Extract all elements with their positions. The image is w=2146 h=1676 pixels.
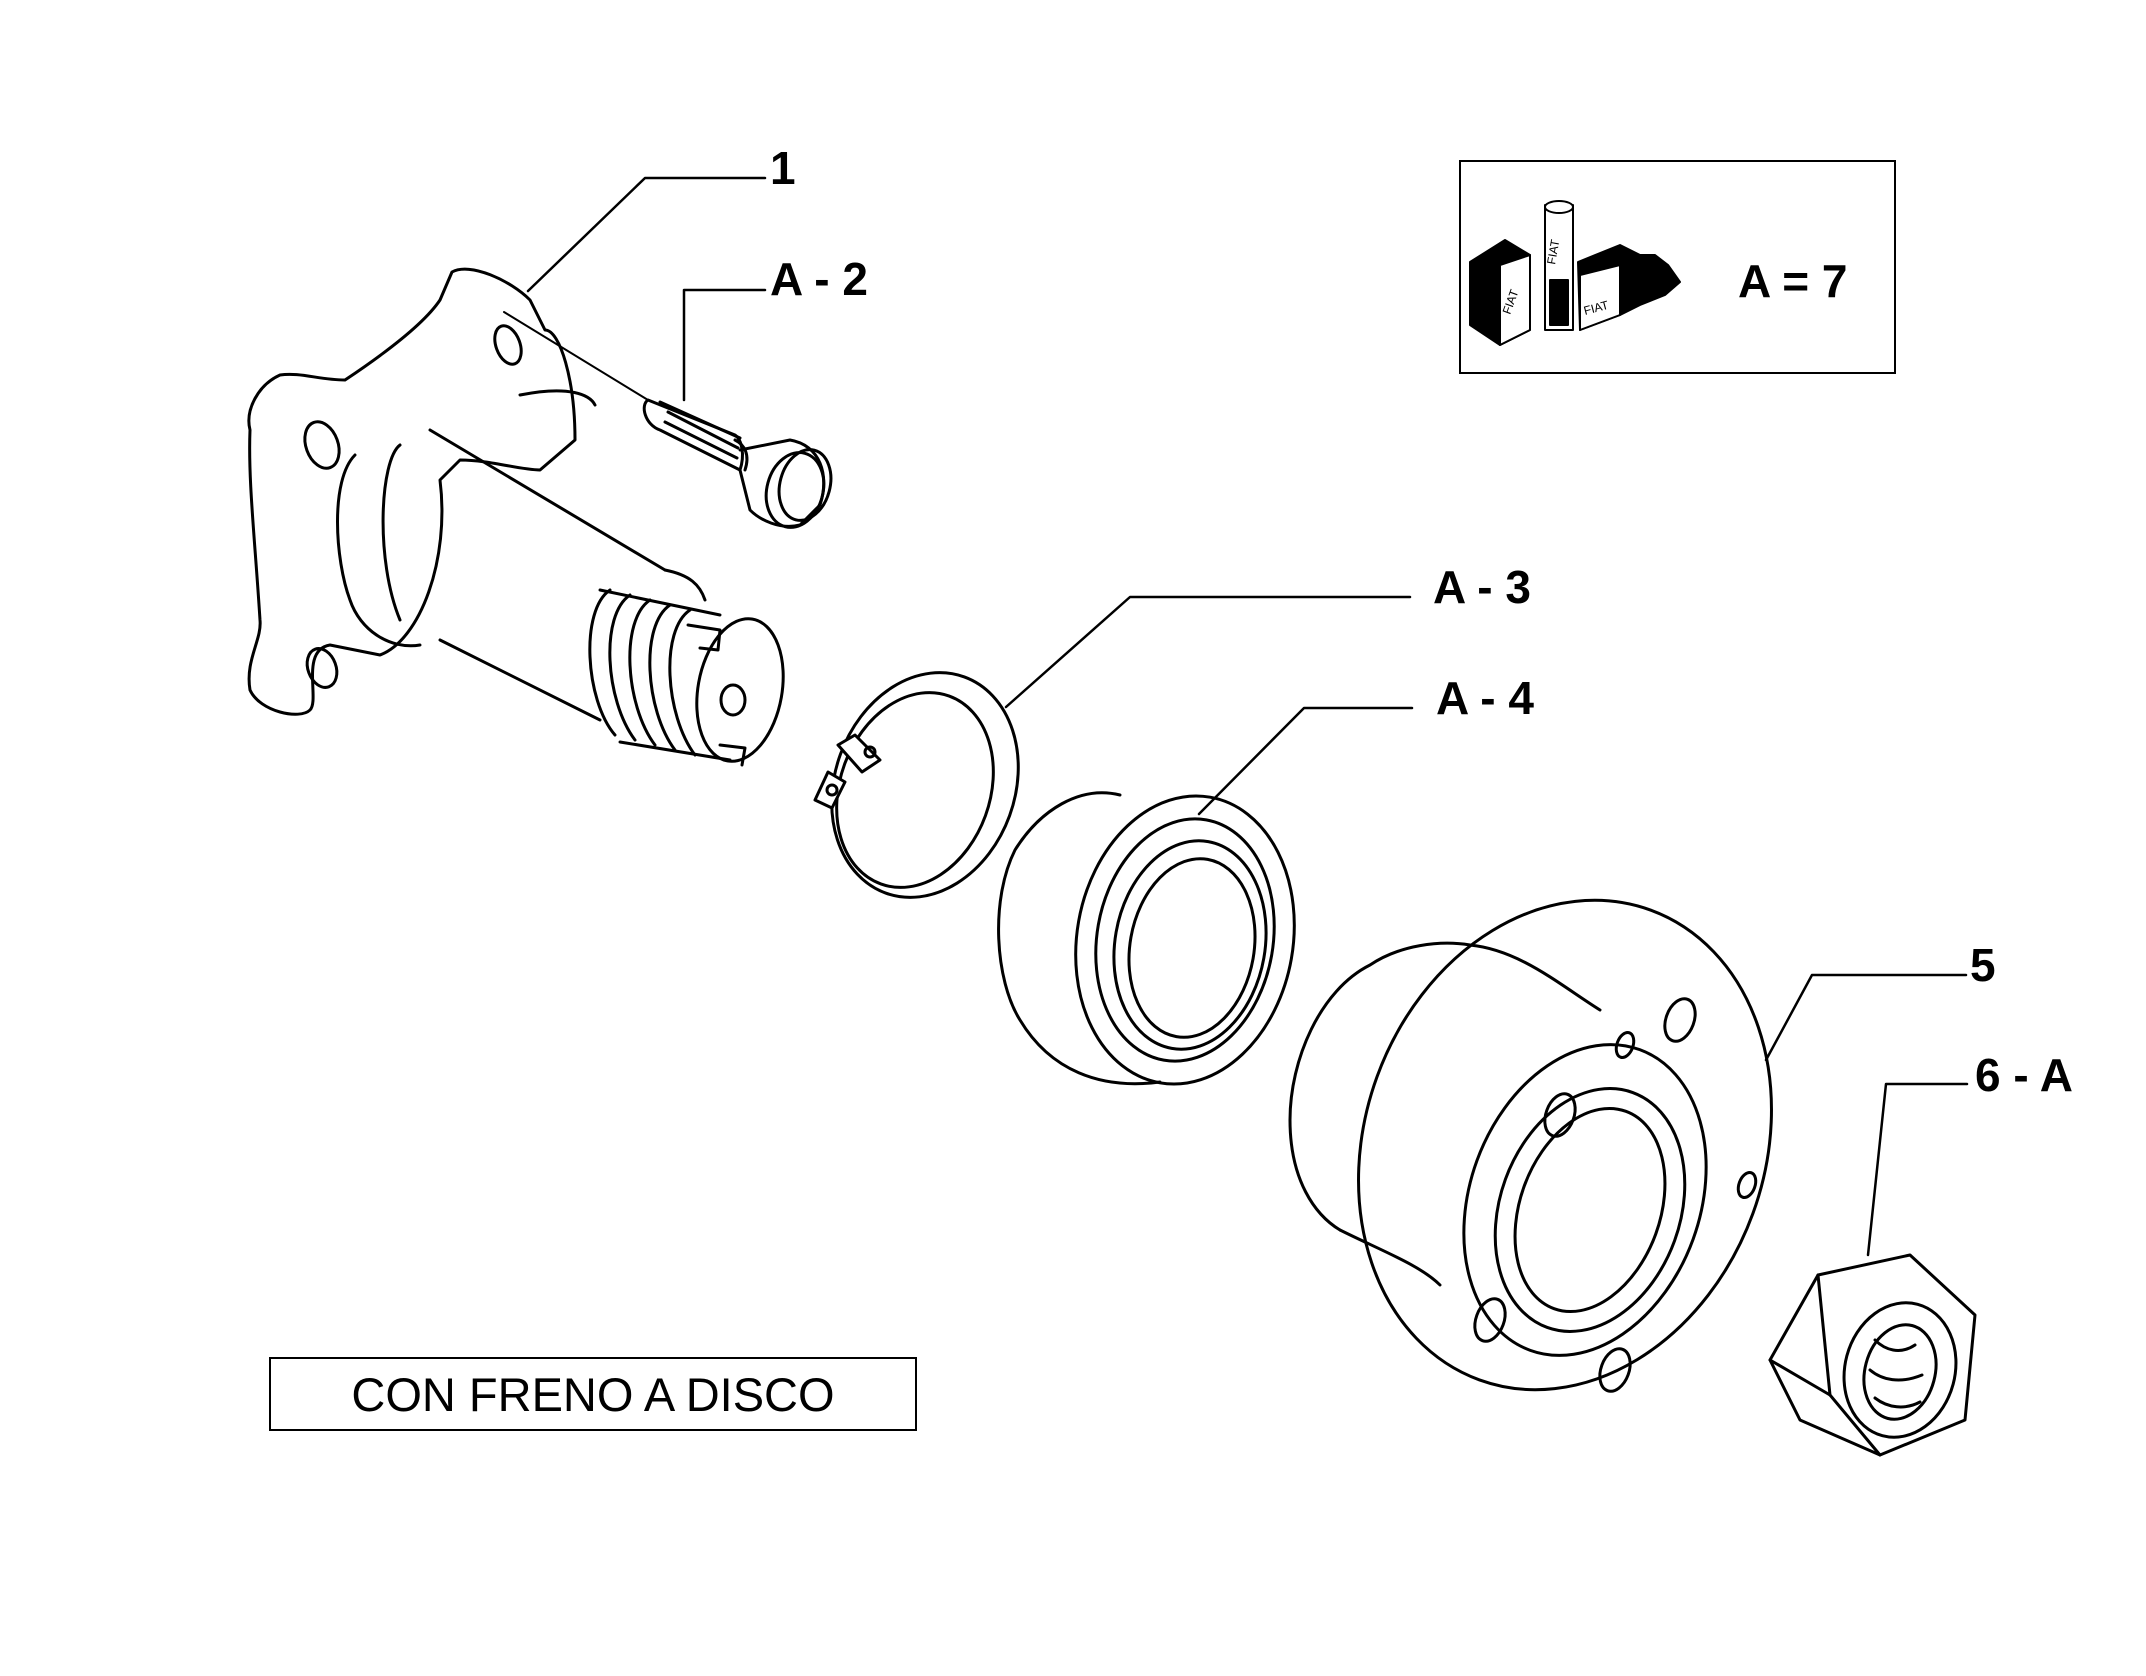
callout-1: 1 [770,142,796,194]
leader-2 [682,288,767,402]
leader-6 [1866,1082,1969,1257]
kit-label: A = 7 [1738,255,1848,307]
flange-hole-2 [303,420,341,470]
hub-hole-1 [1663,997,1697,1043]
hub-hole-4 [1736,1170,1758,1200]
callout-a-3: A - 3 [1433,561,1531,613]
leader-4 [1197,706,1414,816]
svg-text:FIAT: FIAT [1582,298,1611,318]
hub-hole-5 [1473,1297,1507,1343]
flange-hole-3 [305,647,339,689]
leader-bolt-axis [503,311,649,401]
hub-hole-3 [1543,1092,1577,1138]
fiat-parts-kit-icon: FIAT FIAT FIAT [1469,200,1681,346]
callout-6-a: 6 - A [1975,1049,2073,1101]
callout-5: 5 [1970,939,1996,991]
hub-hole-6 [1598,1347,1632,1393]
flange-hole-1 [493,324,523,366]
hex-bolt [642,398,833,529]
callout-a-2: A - 2 [770,253,868,305]
leader-5 [1764,973,1968,1062]
wheel-bearing [997,791,1296,1086]
callout-a-4: A - 4 [1436,672,1534,724]
leader-1 [526,176,767,293]
wheel-hub [1288,898,1773,1393]
disc-brake-note: CON FRENO A DISCO [269,1357,917,1431]
stub-axle [247,267,785,767]
circlip [813,671,1020,899]
svg-text:FIAT: FIAT [1544,238,1562,266]
leader-3 [1004,595,1412,709]
threaded-end [695,617,785,763]
kit-box [1459,160,1896,374]
hub-hole-2 [1614,1030,1636,1060]
lock-nut [1768,1253,1977,1457]
leader-lines [503,176,1969,1257]
